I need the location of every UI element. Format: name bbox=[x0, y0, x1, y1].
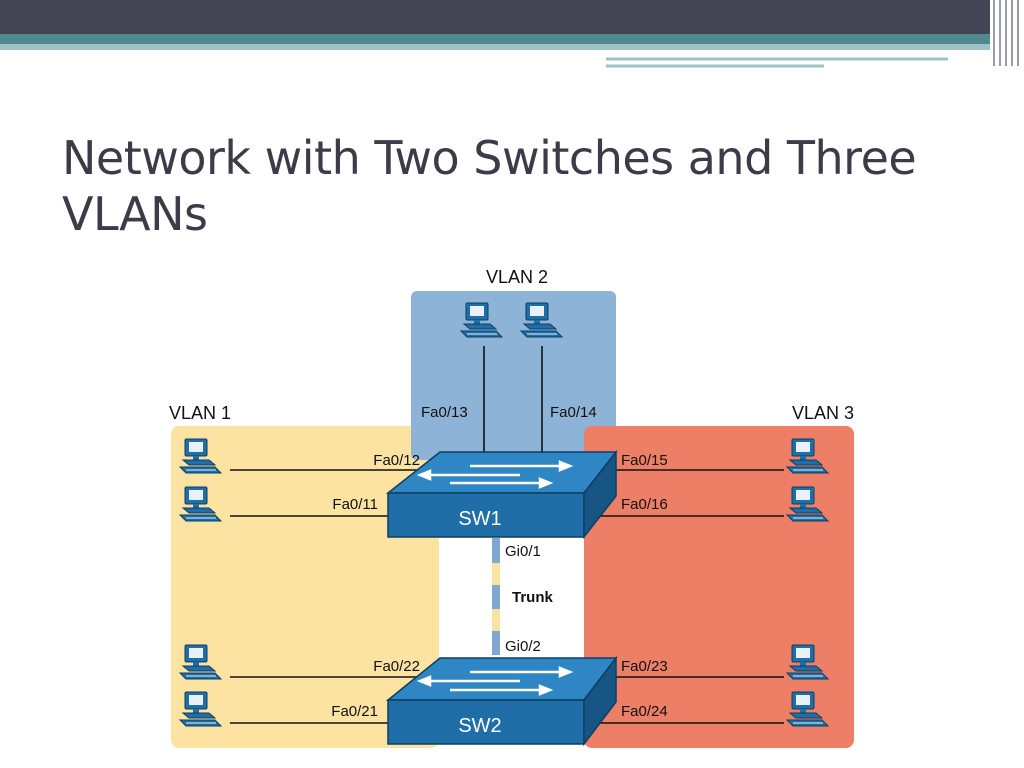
header-bar bbox=[0, 0, 1024, 34]
sw1-label: SW1 bbox=[458, 508, 501, 530]
switch-sw2: SW2 bbox=[385, 655, 618, 747]
port-label-fa0-15: Fa0/15 bbox=[621, 452, 668, 469]
vlan2-label: VLAN 2 bbox=[486, 267, 548, 287]
port-label-fa0-24: Fa0/24 bbox=[621, 703, 668, 720]
port-label-fa0-22: Fa0/22 bbox=[373, 658, 420, 675]
header-stripe bbox=[0, 34, 1024, 44]
vlan2-zone bbox=[411, 291, 616, 460]
port-label-fa0-16: Fa0/16 bbox=[621, 496, 668, 513]
vlan3-zone bbox=[584, 426, 854, 748]
port-label-fa0-13: Fa0/13 bbox=[421, 404, 468, 421]
vlan3-label: VLAN 3 bbox=[792, 403, 854, 423]
sw2-label: SW2 bbox=[458, 715, 501, 737]
switch-sw1: SW1 bbox=[385, 449, 618, 540]
slide-title: Network with Two Switches and Three VLAN… bbox=[62, 131, 917, 241]
links bbox=[230, 346, 784, 724]
trunk-link bbox=[492, 538, 500, 655]
port-label-gi0-1: Gi0/1 bbox=[505, 543, 541, 560]
vlan1-zone bbox=[171, 426, 439, 748]
port-label-fa0-12: Fa0/12 bbox=[373, 452, 420, 469]
port-label-gi0-2: Gi0/2 bbox=[505, 638, 541, 655]
trunk-label: Trunk bbox=[512, 589, 553, 606]
vlan1-label: VLAN 1 bbox=[169, 403, 231, 423]
port-label-fa0-11: Fa0/11 bbox=[332, 496, 378, 513]
port-label-fa0-14: Fa0/14 bbox=[550, 404, 597, 421]
port-label-fa0-23: Fa0/23 bbox=[621, 658, 668, 675]
header-stripe-light bbox=[0, 44, 1024, 50]
port-label-fa0-21: Fa0/21 bbox=[331, 703, 378, 720]
